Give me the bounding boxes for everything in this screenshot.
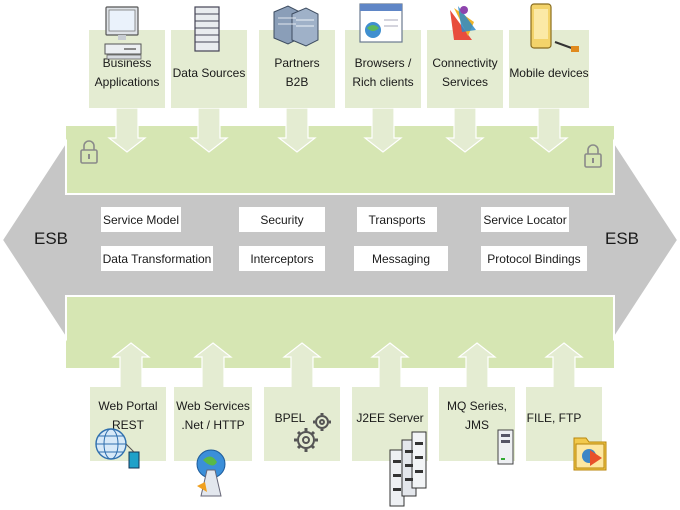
source-label: Web Portal REST bbox=[98, 399, 158, 432]
lock-icon bbox=[584, 144, 602, 168]
source-label: Business Applications bbox=[94, 56, 160, 89]
source-box-connectivity-services: Connectivity Services bbox=[427, 30, 503, 108]
gears-icon bbox=[294, 413, 331, 452]
server-tower-icon bbox=[497, 429, 514, 465]
connector-arrow-down bbox=[189, 107, 229, 153]
service-model-box: Service Model bbox=[101, 207, 181, 232]
connector-arrow-down bbox=[277, 107, 317, 153]
connector-arrow-down bbox=[529, 107, 569, 153]
lock-icon bbox=[80, 140, 98, 164]
protocol-bindings-box: Protocol Bindings bbox=[481, 246, 587, 271]
connector-arrow-down bbox=[445, 107, 485, 153]
esb-label-right: ESB bbox=[605, 229, 640, 248]
top-connector-arrows bbox=[107, 107, 569, 153]
servers-icon bbox=[273, 5, 319, 47]
connectivity-icon bbox=[450, 6, 476, 40]
source-label: Connectivity Services bbox=[432, 56, 498, 89]
source-box-web-services: Web Services .Net / HTTP bbox=[174, 387, 252, 461]
source-box-browsers: Browsers / Rich clients bbox=[345, 30, 421, 108]
source-label: Web Services .Net / HTTP bbox=[176, 399, 250, 432]
messaging-box: Messaging bbox=[354, 246, 448, 271]
transports-box: Transports bbox=[357, 207, 437, 232]
database-icon bbox=[194, 6, 220, 52]
esb-label-left: ESB bbox=[34, 229, 69, 248]
esb-bus-arrow bbox=[0, 138, 680, 342]
interceptors-box: Interceptors bbox=[239, 246, 325, 271]
data-transformation-box: Data Transformation bbox=[101, 246, 213, 271]
desktop-computer-icon bbox=[104, 6, 142, 60]
source-box-partners-b2b: Partners B2B bbox=[259, 30, 335, 108]
source-box-file-ftp: FILE, FTP bbox=[526, 387, 602, 461]
browser-window-icon bbox=[359, 3, 403, 43]
source-label: J2EE Server bbox=[356, 411, 424, 425]
connector-arrow-down bbox=[363, 107, 403, 153]
mobile-phone-icon bbox=[530, 3, 579, 52]
bottom-connector-arrows bbox=[111, 342, 584, 389]
source-label: FILE, FTP bbox=[526, 411, 582, 425]
server-rack-icon bbox=[389, 431, 427, 507]
lower-green-band bbox=[66, 296, 614, 368]
source-box-business-applications: Business Applications bbox=[89, 30, 165, 108]
web-services-icon bbox=[196, 449, 226, 497]
source-box-mobile-devices: Mobile devices bbox=[509, 30, 589, 108]
security-box: Security bbox=[239, 207, 325, 232]
source-label: BPEL bbox=[274, 411, 306, 425]
source-label: MQ Series, JMS bbox=[446, 399, 507, 432]
source-label: Browsers / Rich clients bbox=[352, 56, 414, 89]
connector-arrow-down bbox=[107, 107, 147, 153]
upper-green-band bbox=[66, 126, 614, 194]
service-locator-box: Service Locator bbox=[481, 207, 569, 232]
globe-network-icon bbox=[95, 428, 140, 469]
source-label: Data Sources bbox=[172, 65, 246, 80]
folder-icon bbox=[573, 437, 607, 471]
source-label: Mobile devices bbox=[509, 65, 589, 80]
source-label: Partners B2B bbox=[274, 56, 320, 89]
